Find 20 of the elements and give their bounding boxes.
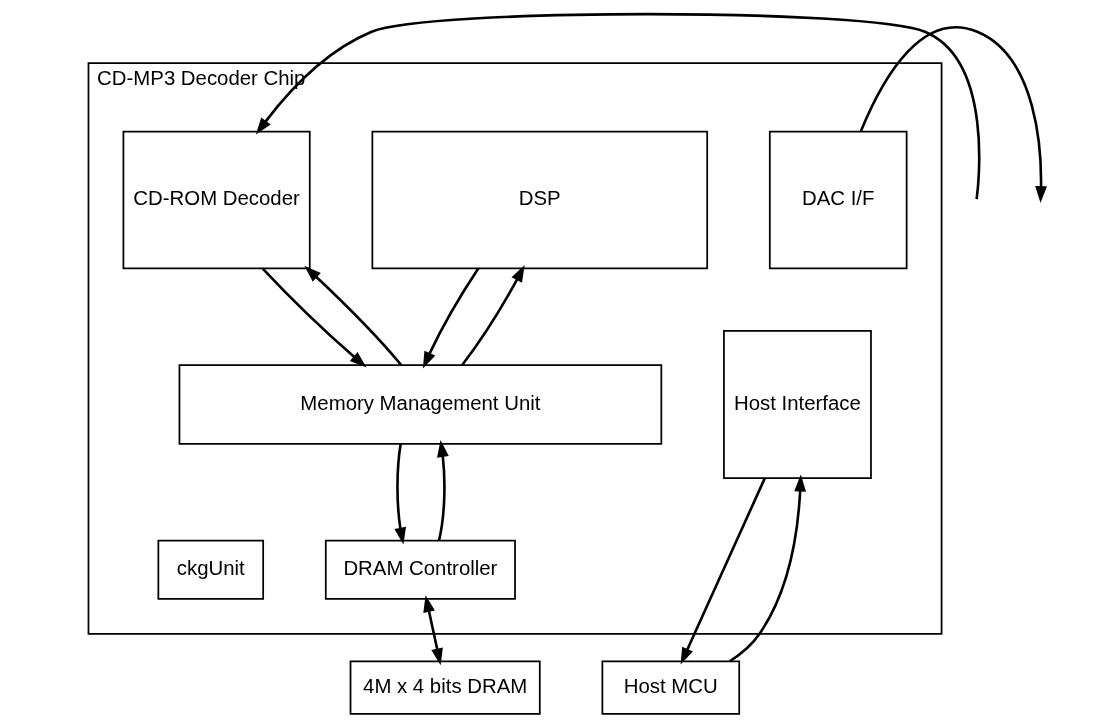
arrow [680,477,766,665]
node-box: DRAM Controller [324,539,516,600]
node-box: CD-ROM Decoder [122,130,311,270]
arrow [859,26,1047,203]
node-box: Host Interface [722,330,872,479]
arrow [460,265,525,366]
arrow [436,440,449,541]
arrow [422,595,443,666]
arrow [303,265,402,366]
node-box: DSP [371,130,708,270]
node-box: Memory Management Unit [178,364,662,445]
arrow [422,267,479,369]
arrow [393,443,406,545]
arrow [255,12,980,200]
node-box: Host MCU [601,660,740,715]
node-box: DAC I/F [768,130,907,270]
node-box: ckgUnit [156,539,264,600]
arrow [261,267,367,368]
arrow [728,474,806,663]
node-box: 4M x 4 bits DRAM [349,660,541,715]
